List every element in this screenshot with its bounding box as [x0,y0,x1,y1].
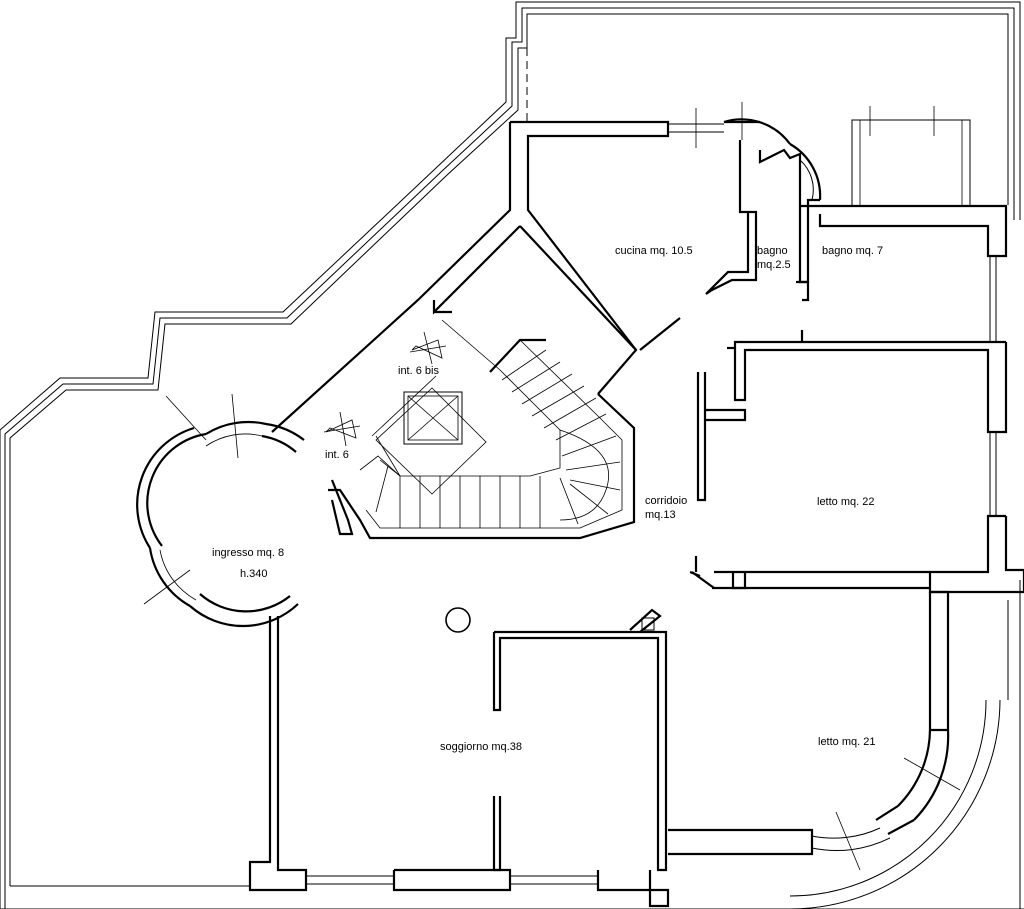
label-ingresso: ingresso mq. 8 [212,547,285,559]
staircase [359,319,623,529]
label-bagno-small-line1: bagno [757,245,788,257]
label-cucina: cucina mq. 10.5 [615,245,693,257]
lift-shaft [375,387,487,495]
label-soggiorno: soggiorno mq.38 [440,741,522,753]
bedroom-curve [789,699,1001,909]
unit-markers [323,331,447,447]
exterior-walls [271,120,1024,732]
label-bagno-small-line2: mq.2.5 [757,259,791,271]
label-letto-22: letto mq. 22 [817,496,875,508]
label-int-6: int. 6 [325,449,349,461]
label-altezza: h.340 [240,568,268,580]
label-int-6-bis: int. 6 bis [398,365,439,377]
windows [668,102,997,516]
label-corridoio-line1: corridoio [645,495,688,507]
entrance-rotunda [136,393,305,628]
interior-walls [328,140,820,540]
label-bagno-7: bagno mq. 7 [822,245,884,257]
label-letto-21: letto mq. 21 [818,736,876,748]
living-walls [248,607,814,908]
label-corridoio-line2: mq.13 [645,509,676,521]
